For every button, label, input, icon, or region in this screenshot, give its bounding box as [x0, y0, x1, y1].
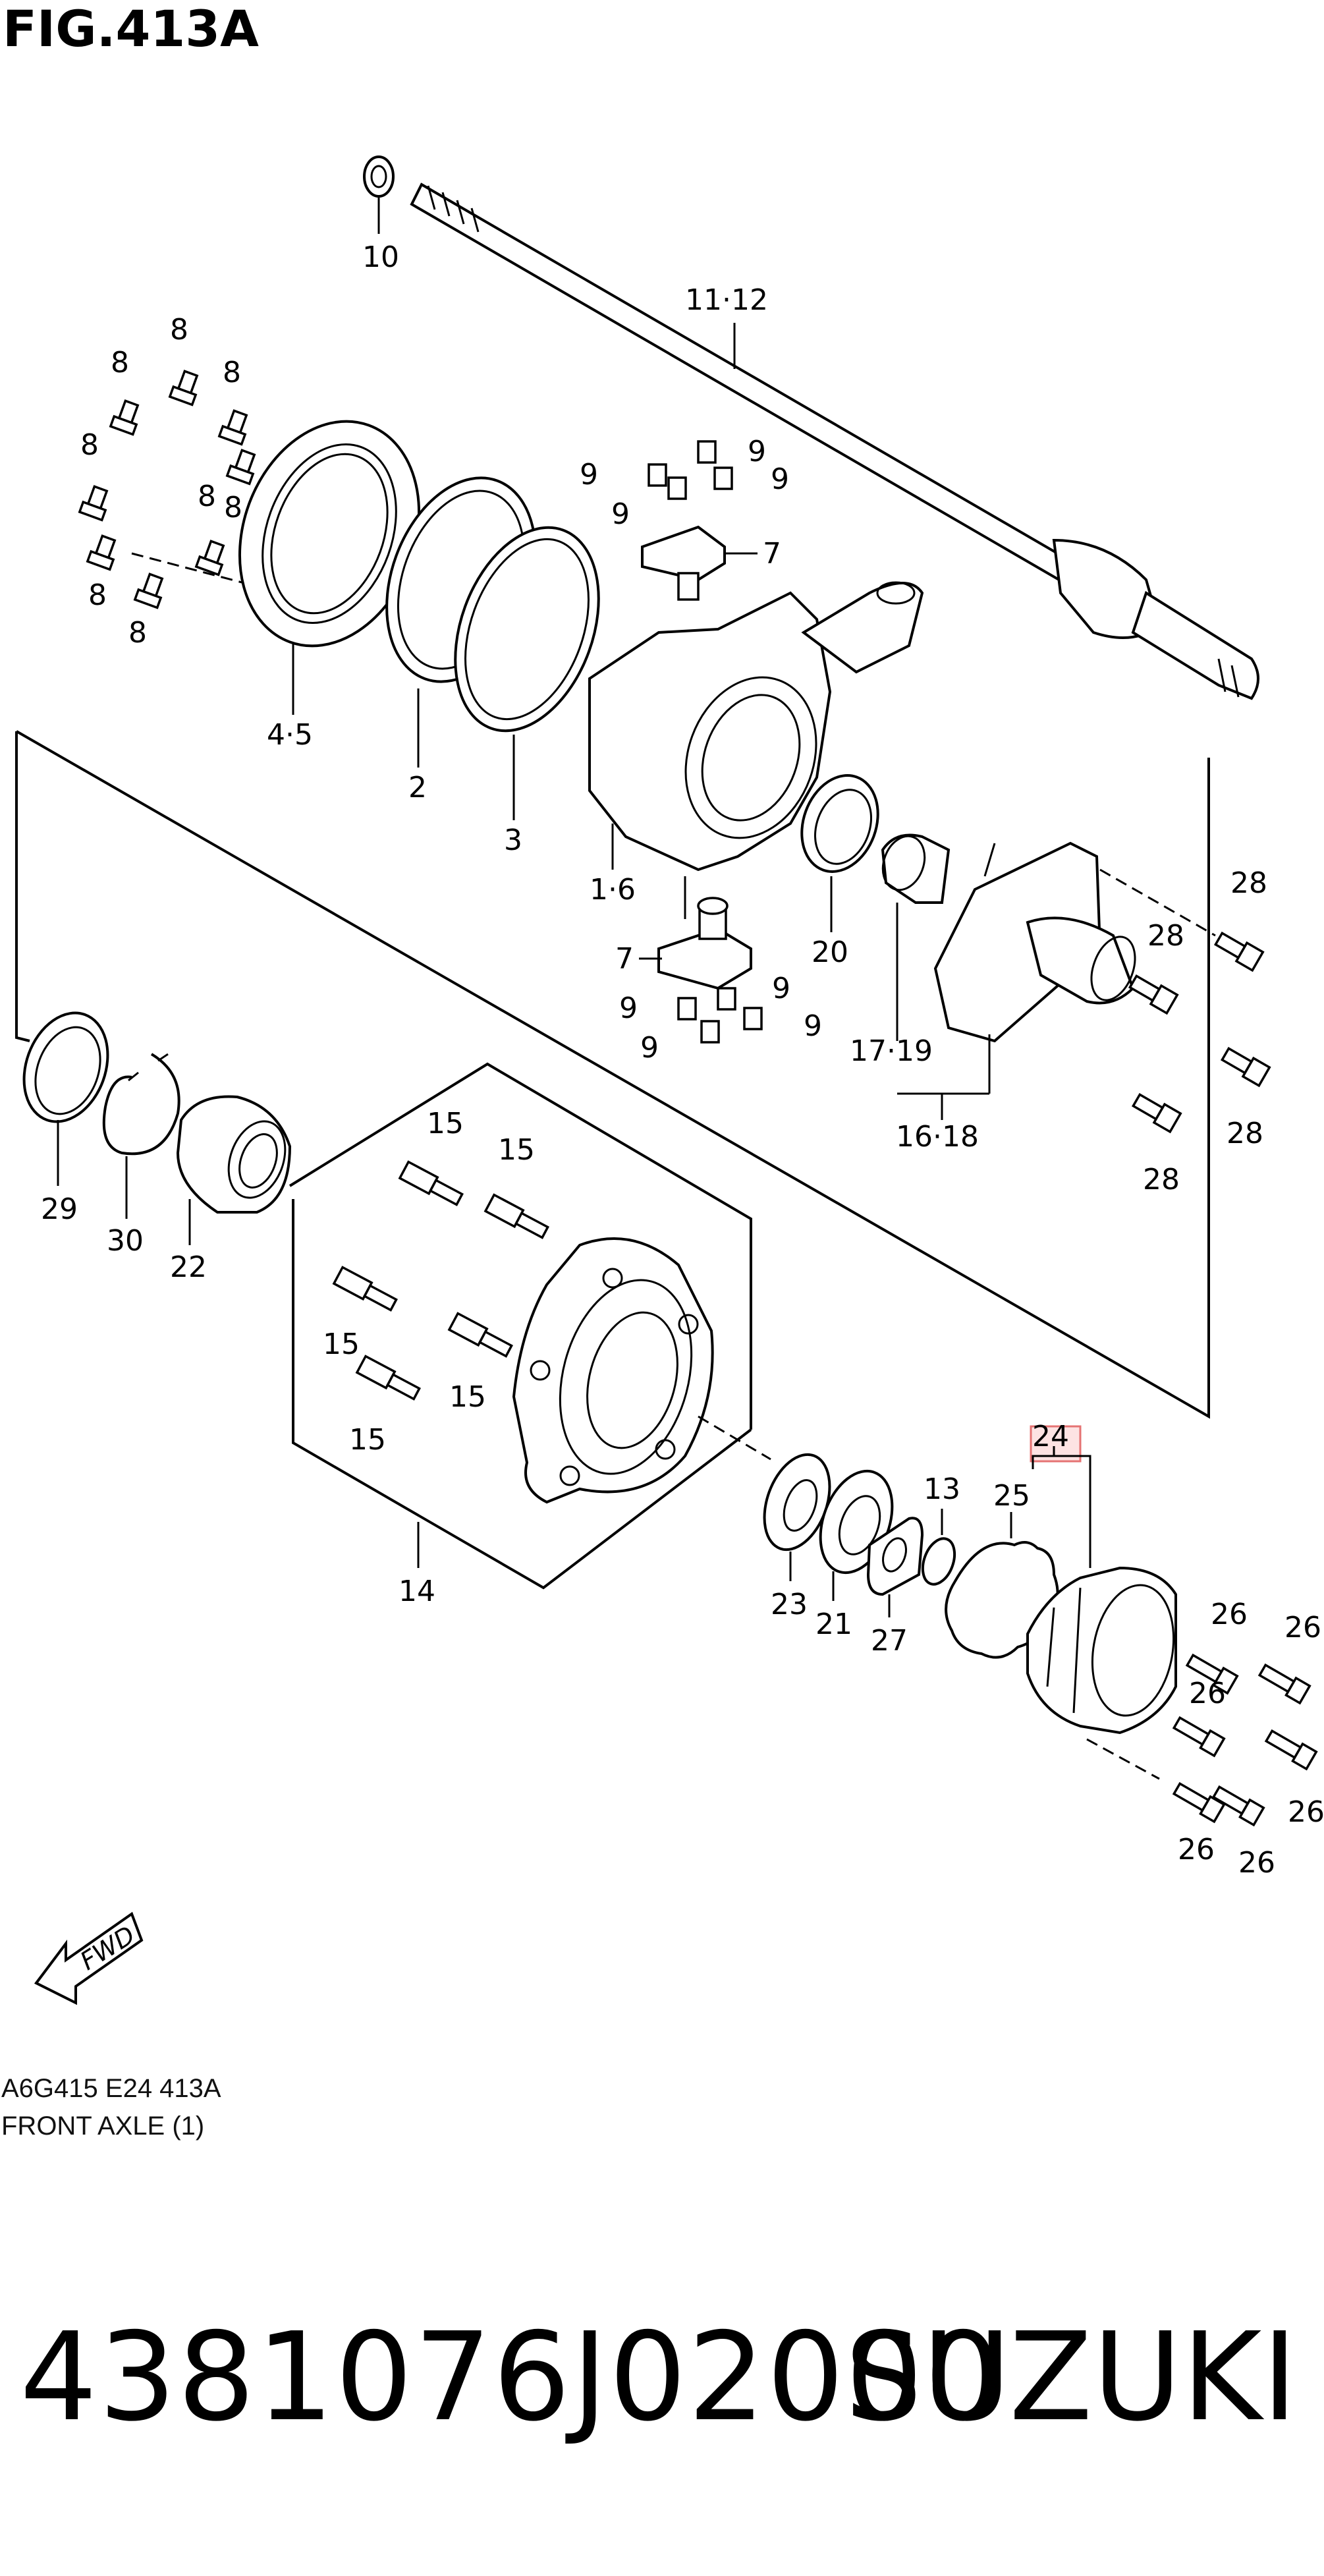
callout-28: 28 [1147, 919, 1184, 953]
callout-15: 15 [349, 1423, 386, 1457]
exploded-parts-diagram: FIG.413A 10 11·12 8 8 8 8 8 8 8 8 4·5 [1, 0, 1324, 2141]
callout-8: 8 [80, 428, 99, 462]
callout-28: 28 [1143, 1163, 1180, 1196]
footer-area [0, 2141, 1324, 2576]
callout-8: 8 [111, 346, 129, 379]
callout-9: 9 [804, 1009, 822, 1043]
callout-7: 7 [615, 942, 634, 976]
callout-9: 9 [772, 972, 790, 1005]
oil-seal-29[interactable] [10, 1001, 123, 1134]
king-pin-cap-lower-7[interactable] [657, 897, 752, 990]
callout-29: 29 [41, 1192, 78, 1226]
callout-23: 23 [771, 1588, 808, 1621]
snap-ring-30[interactable] [102, 1053, 180, 1156]
figure-title: FIG.413A [3, 0, 259, 58]
seal-retainer-4-5[interactable] [209, 396, 449, 671]
wheel-studs-15[interactable] [332, 1160, 549, 1402]
bolts-28[interactable] [1128, 930, 1271, 1134]
callout-26: 26 [1238, 1846, 1275, 1880]
callout-7: 7 [763, 537, 781, 571]
callout-8: 8 [198, 480, 216, 513]
callout-24: 24 [1032, 1420, 1069, 1453]
king-pin-cap-upper-7[interactable] [641, 525, 726, 601]
figure-code: A6G415 E24 413A [1, 2074, 221, 2103]
callout-26: 26 [1288, 1795, 1324, 1829]
callout-22: 22 [170, 1250, 207, 1284]
callout-28: 28 [1227, 1117, 1263, 1150]
callout-28: 28 [1230, 866, 1267, 900]
hub-cap-bolts-26[interactable] [1172, 1652, 1318, 1827]
wheel-hub-14[interactable] [512, 1237, 714, 1504]
callout-21: 21 [815, 1608, 852, 1641]
callout-26: 26 [1178, 1833, 1215, 1866]
callout-15: 15 [427, 1107, 464, 1140]
callout-9: 9 [580, 458, 598, 491]
bearing-22[interactable] [176, 1095, 295, 1214]
callout-15: 15 [498, 1133, 535, 1167]
callout-8: 8 [88, 578, 107, 612]
figure-subtitle: FRONT AXLE (1) [1, 2112, 204, 2141]
bushing-17-19[interactable] [875, 830, 951, 904]
callout-8: 8 [170, 313, 188, 347]
steering-knuckle-1-6[interactable] [588, 581, 924, 872]
callout-13: 13 [924, 1472, 960, 1506]
forward-arrow-icon: FWD [34, 1911, 144, 2005]
callout-9: 9 [619, 992, 638, 1025]
free-wheel-hub-cap-24[interactable] [1026, 1566, 1183, 1735]
callout-8: 8 [223, 356, 241, 389]
callout-20: 20 [812, 936, 848, 969]
callout-4-5: 4·5 [267, 718, 313, 752]
callout-9: 9 [611, 497, 630, 531]
callout-10: 10 [362, 240, 399, 274]
spindle-16-18[interactable] [933, 841, 1143, 1043]
oil-seal-3[interactable] [429, 507, 624, 750]
callout-27: 27 [871, 1624, 908, 1658]
lower-bolts-9[interactable] [677, 987, 763, 1044]
bolt-set-8[interactable] [78, 370, 260, 609]
callout-8: 8 [224, 491, 242, 524]
callout-14: 14 [399, 1575, 435, 1608]
callout-11-12: 11·12 [685, 283, 768, 317]
callout-25: 25 [993, 1479, 1030, 1513]
brand-name: SUZUKI [844, 2306, 1298, 2448]
callout-9: 9 [748, 435, 766, 468]
callout-26: 26 [1211, 1598, 1248, 1631]
axle-shaft[interactable] [363, 155, 1259, 700]
callout-30: 30 [107, 1224, 144, 1258]
callout-9: 9 [640, 1031, 659, 1065]
callout-1-6: 1·6 [590, 873, 636, 907]
callout-26: 26 [1284, 1611, 1321, 1644]
part-number: 4381076J02000 [20, 2306, 1003, 2448]
callout-26: 26 [1189, 1677, 1226, 1710]
washer-27[interactable] [866, 1517, 924, 1596]
callout-3: 3 [504, 824, 522, 857]
callout-15: 15 [449, 1380, 486, 1414]
callout-17-19: 17·19 [850, 1034, 933, 1068]
bearing-20[interactable] [789, 765, 891, 883]
upper-bolts-9[interactable] [648, 440, 733, 500]
callout-16-18: 16·18 [896, 1120, 979, 1154]
callout-2: 2 [408, 771, 427, 804]
snap-ring-13[interactable] [917, 1534, 960, 1589]
callout-15: 15 [323, 1328, 360, 1361]
callout-8: 8 [128, 616, 147, 650]
callout-9: 9 [771, 462, 789, 496]
